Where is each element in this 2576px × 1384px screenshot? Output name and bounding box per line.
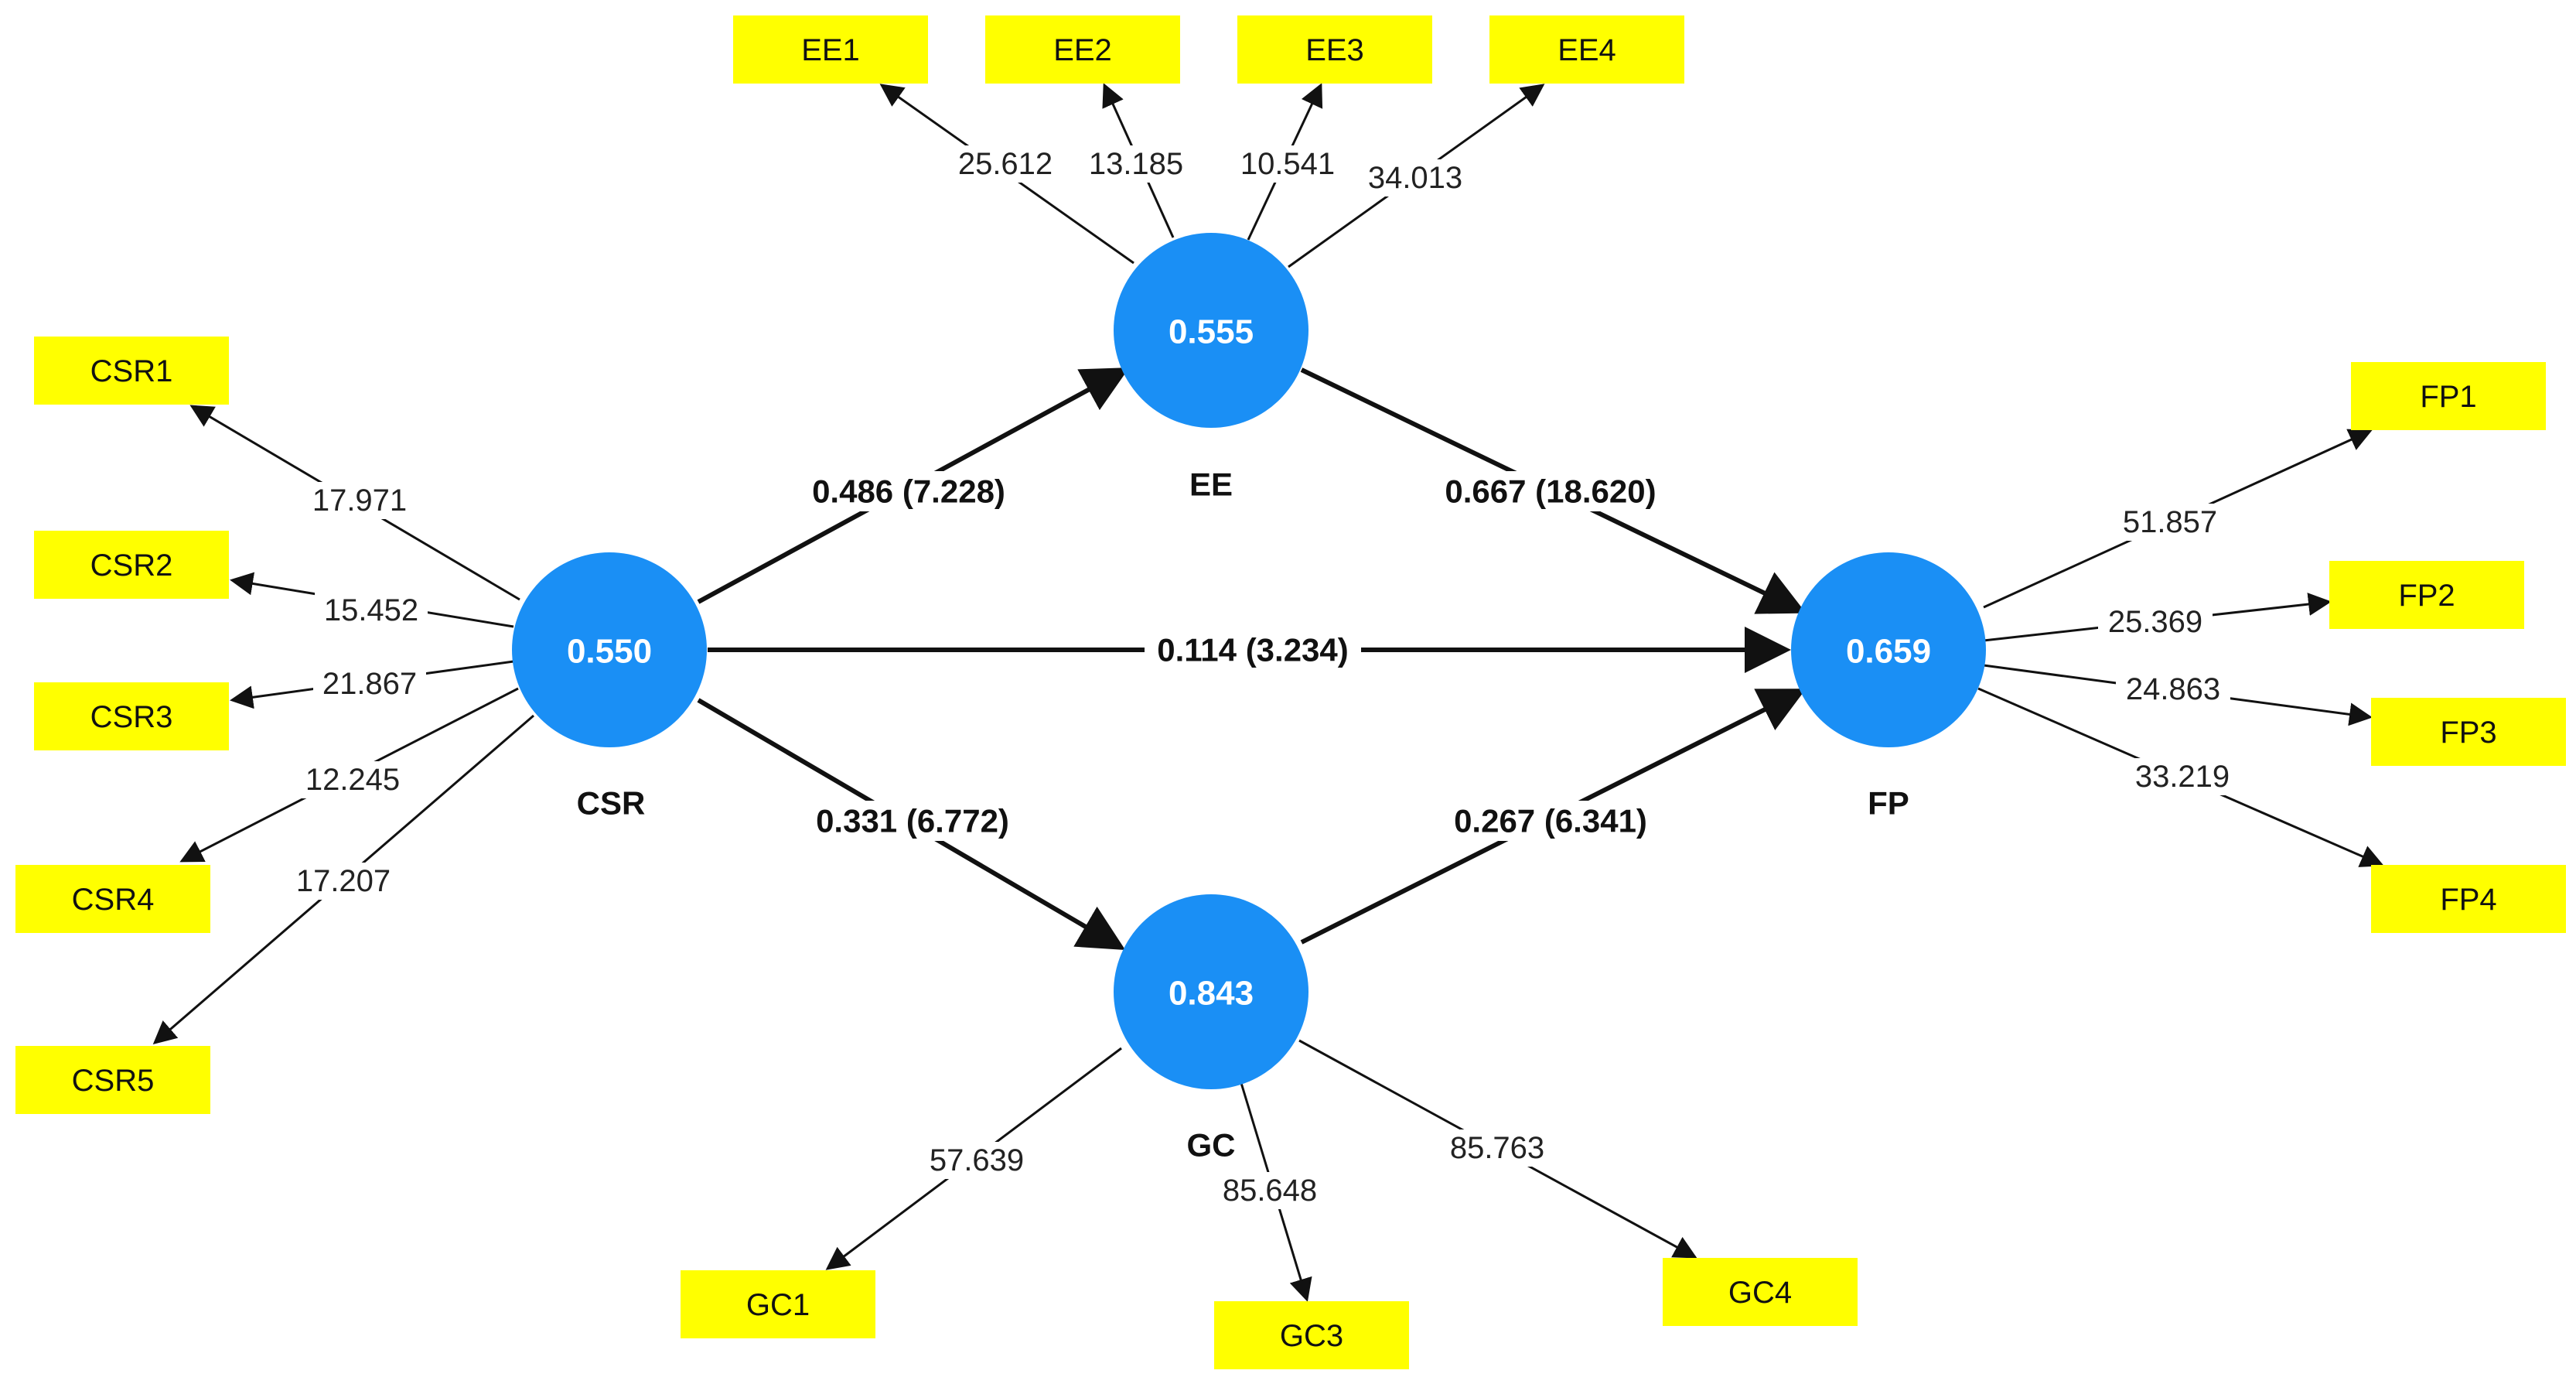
indicator-fp3-label: FP3 [2440, 716, 2496, 750]
indicator-csr2-label: CSR2 [90, 548, 173, 583]
indicator-fp4: FP4 [2371, 865, 2566, 933]
indicator-csr5: CSR5 [15, 1046, 210, 1114]
indicator-ee3-label: EE3 [1305, 33, 1364, 67]
loading-label-gc4: 85.763 [1450, 1131, 1544, 1165]
construct-ee-value: 0.555 [1169, 313, 1254, 351]
indicator-gc4-label: GC4 [1728, 1276, 1792, 1310]
indicator-fp4-label: FP4 [2440, 883, 2496, 917]
path-label-csr-ee: 0.486 (7.228) [812, 473, 1005, 510]
indicator-ee3: EE3 [1237, 15, 1432, 84]
indicator-gc1: GC1 [681, 1270, 875, 1338]
indicator-csr3-label: CSR3 [90, 700, 173, 734]
indicator-fp2-label: FP2 [2398, 579, 2455, 613]
construct-csr-name: CSR [577, 785, 646, 822]
indicator-gc3: GC3 [1214, 1301, 1409, 1369]
indicator-fp1-label: FP1 [2420, 380, 2476, 414]
construct-fp-value: 0.659 [1846, 633, 1931, 671]
construct-ee-name: EE [1189, 466, 1233, 503]
construct-gc-name: GC [1187, 1127, 1236, 1164]
loading-label-csr4: 12.245 [305, 763, 400, 797]
indicator-csr4-label: CSR4 [72, 883, 155, 917]
loading-label-ee3: 10.541 [1240, 147, 1335, 181]
loading-label-gc1: 57.639 [930, 1143, 1024, 1177]
loading-label-csr1: 17.971 [312, 484, 407, 518]
loading-label-ee4: 34.013 [1368, 161, 1462, 195]
indicator-fp3: FP3 [2371, 698, 2566, 766]
loading-label-fp1: 51.857 [2123, 505, 2217, 539]
indicator-ee4-label: EE4 [1558, 33, 1616, 67]
loading-label-csr3: 21.867 [322, 667, 417, 701]
loading-label-ee1: 25.612 [958, 147, 1053, 181]
indicator-fp1: FP1 [2351, 362, 2546, 430]
loading-label-gc3: 85.648 [1223, 1174, 1317, 1208]
indicator-ee2: EE2 [985, 15, 1180, 84]
indicator-gc4: GC4 [1663, 1258, 1858, 1326]
loading-label-ee2: 13.185 [1089, 147, 1183, 181]
indicator-csr5-label: CSR5 [72, 1064, 155, 1098]
loading-label-fp3: 24.863 [2126, 672, 2220, 706]
loading-label-csr2: 15.452 [324, 593, 418, 627]
construct-fp-circle [1791, 552, 1986, 747]
indicator-csr2: CSR2 [34, 531, 229, 599]
construct-csr: 0.550 CSR [512, 552, 707, 822]
indicator-ee1: EE1 [733, 15, 928, 84]
construct-fp-name: FP [1868, 785, 1909, 822]
indicator-csr3: CSR3 [34, 682, 229, 750]
construct-gc-value: 0.843 [1169, 975, 1254, 1013]
construct-fp: 0.659 FP [1791, 552, 1986, 822]
indicator-csr1: CSR1 [34, 337, 229, 405]
indicator-ee4: EE4 [1489, 15, 1684, 84]
path-label-gc-fp: 0.267 (6.341) [1454, 803, 1647, 839]
construct-ee-circle [1114, 233, 1308, 428]
indicator-ee1-label: EE1 [801, 33, 860, 67]
construct-csr-value: 0.550 [567, 633, 652, 671]
indicator-gc3-label: GC3 [1280, 1319, 1343, 1353]
path-label-csr-gc: 0.331 (6.772) [816, 803, 1009, 839]
indicator-ee2-label: EE2 [1053, 33, 1112, 67]
path-label-ee-fp: 0.667 (18.620) [1445, 473, 1656, 510]
construct-gc: 0.843 GC [1114, 894, 1308, 1164]
path-label-csr-fp: 0.114 (3.234) [1157, 632, 1349, 668]
indicator-gc1-label: GC1 [746, 1288, 810, 1322]
construct-csr-circle [512, 552, 707, 747]
loading-label-csr5: 17.207 [296, 864, 391, 898]
loading-label-fp2: 25.369 [2108, 605, 2202, 639]
indicator-csr1-label: CSR1 [90, 354, 173, 388]
construct-ee: 0.555 EE [1114, 233, 1308, 503]
indicator-csr4: CSR4 [15, 865, 210, 933]
indicator-fp2: FP2 [2329, 561, 2524, 629]
construct-gc-circle [1114, 894, 1308, 1089]
loading-label-fp4: 33.219 [2135, 760, 2230, 794]
